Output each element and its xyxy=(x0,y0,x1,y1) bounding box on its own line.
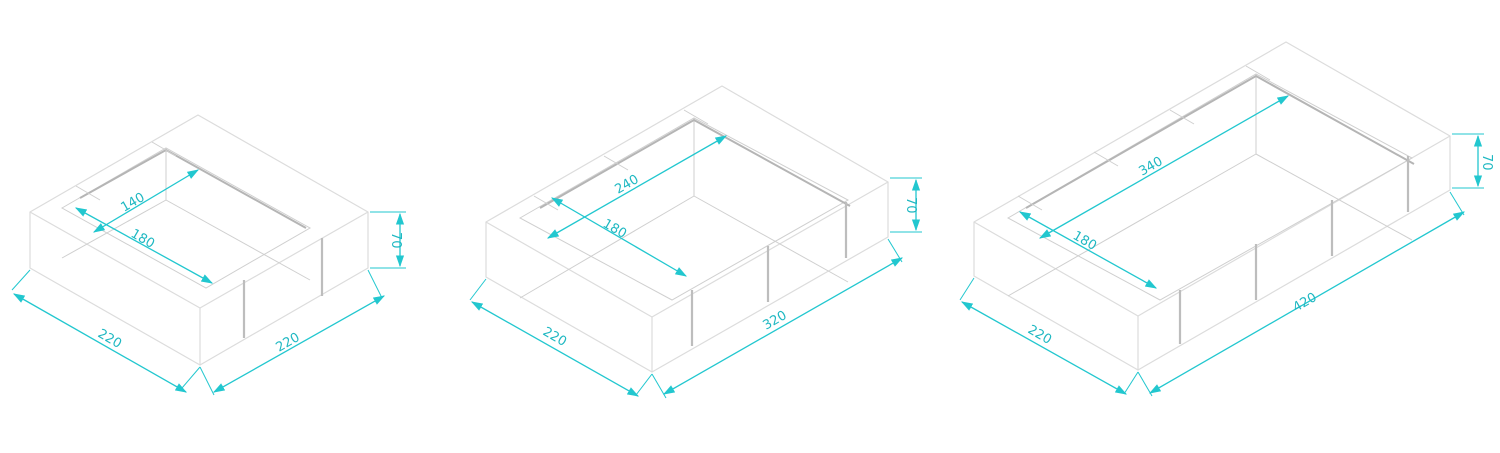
small-inner-width-label: 180 xyxy=(128,226,157,251)
large-inner-width-label: 180 xyxy=(1070,228,1099,253)
planter-large-body xyxy=(973,41,1451,371)
medium-width-label: 220 xyxy=(540,324,569,349)
small-inner-length-label: 140 xyxy=(119,190,148,215)
planter-large: 220 420 70 340 180 xyxy=(959,41,1494,397)
planter-small: 220 220 70 140 180 xyxy=(11,114,406,396)
small-height-label: 70 xyxy=(388,232,403,249)
medium-length-label: 320 xyxy=(761,308,790,333)
planter-small-dimensions: 220 220 70 140 180 xyxy=(11,169,406,396)
planter-large-dimensions: 220 420 70 340 180 xyxy=(959,95,1494,397)
large-height-label: 70 xyxy=(1479,154,1494,171)
large-inner-length-label: 340 xyxy=(1137,154,1166,179)
medium-inner-width-label: 180 xyxy=(600,216,629,241)
large-length-label: 420 xyxy=(1291,290,1320,315)
medium-height-label: 70 xyxy=(903,197,918,214)
planter-medium-dimensions: 220 320 70 240 180 xyxy=(469,135,922,399)
planter-medium: 220 320 70 240 180 xyxy=(469,85,922,399)
planter-small-body xyxy=(29,114,369,366)
small-length-label: 220 xyxy=(274,330,303,355)
medium-inner-length-label: 240 xyxy=(613,172,642,197)
large-width-label: 220 xyxy=(1025,322,1054,347)
